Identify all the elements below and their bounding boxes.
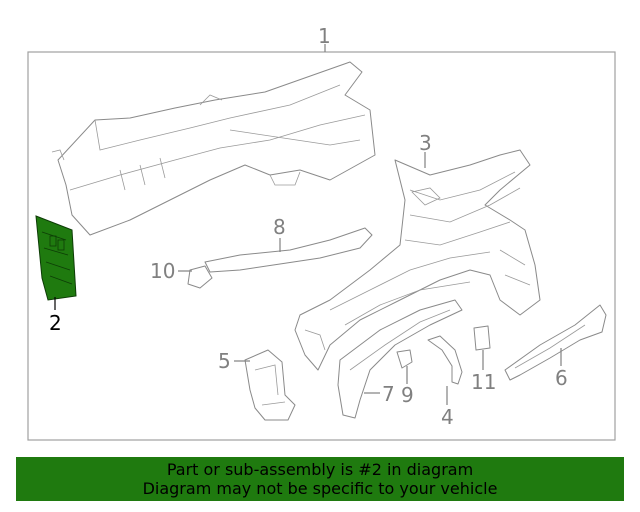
highlighted-part-2 xyxy=(35,215,77,301)
notice-line-1: Part or sub-assembly is #2 in diagram xyxy=(166,460,474,479)
callout-3: 3 xyxy=(419,131,432,155)
strip-part-4 xyxy=(427,335,463,385)
clip-part-10 xyxy=(187,265,213,289)
notice-line-2: Diagram may not be specific to your vehi… xyxy=(142,479,498,498)
bracket-part-5 xyxy=(244,349,296,421)
callout-11: 11 xyxy=(471,370,496,394)
callout-8: 8 xyxy=(273,215,286,239)
front-rail-main xyxy=(294,149,541,371)
brace-part-8 xyxy=(204,227,373,273)
callout-1: 1 xyxy=(318,24,331,48)
callout-7: 7 xyxy=(382,382,395,406)
callout-6: 6 xyxy=(555,366,568,390)
callout-5: 5 xyxy=(218,349,231,373)
assembly-frame xyxy=(27,51,616,441)
callout-9: 9 xyxy=(401,383,414,407)
callout-2: 2 xyxy=(49,311,62,335)
notice-banner: Part or sub-assembly is #2 in diagram Di… xyxy=(16,457,624,501)
apron-part-7 xyxy=(337,299,463,419)
callout-10: 10 xyxy=(150,259,175,283)
bracket-part-9 xyxy=(396,349,413,369)
callout-4: 4 xyxy=(441,405,454,429)
rail-part-6 xyxy=(504,304,607,381)
front-rail-upper xyxy=(51,61,376,236)
plate-part-11 xyxy=(473,325,491,351)
